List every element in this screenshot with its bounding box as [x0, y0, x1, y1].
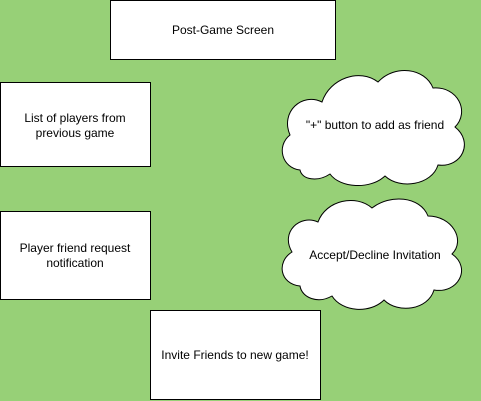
players-list-label-line1: List of players from	[24, 111, 125, 125]
players-list-node: List of players from previous game	[0, 82, 151, 167]
friend-request-box	[0, 211, 151, 300]
post-game-screen-box	[110, 0, 336, 60]
add-friend-button-node: "+" button to add as friend	[281, 70, 465, 187]
friend-request-label-line2: notification	[46, 256, 103, 270]
post-game-screen-label: Post-Game Screen	[172, 23, 274, 37]
invite-friends-node: Invite Friends to new game!	[150, 310, 321, 400]
friend-request-node: Player friend request notification	[0, 211, 151, 300]
invite-friends-box	[150, 310, 321, 400]
add-friend-cloud-label: "+" button to add as friend	[306, 118, 444, 132]
players-list-box	[0, 82, 151, 167]
post-game-screen-node: Post-Game Screen	[110, 0, 336, 60]
friend-request-label-line1: Player friend request	[20, 241, 131, 255]
accept-decline-cloud-label: Accept/Decline Invitation	[309, 248, 440, 262]
accept-decline-node: Accept/Decline Invitation	[281, 198, 463, 310]
add-friend-cloud-shape	[281, 70, 465, 187]
players-list-label-line2: previous game	[36, 126, 115, 140]
accept-decline-cloud-shape	[281, 198, 463, 310]
invite-friends-label: Invite Friends to new game!	[161, 348, 308, 362]
